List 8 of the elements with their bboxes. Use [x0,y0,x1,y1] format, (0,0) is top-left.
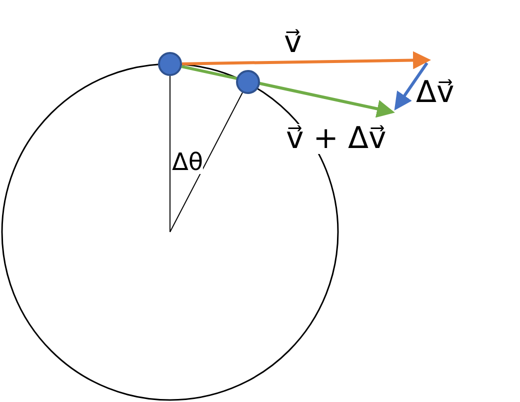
point-marker [236,70,260,94]
radius-line [170,92,243,232]
math-label: Δθ [172,150,204,174]
edge-label: v⃗ + Δv⃗ [286,124,386,154]
point-marker [158,52,182,76]
vector-arrow [182,51,431,70]
vector-arrow [181,65,395,118]
math-label: Δv⃗ [416,78,454,108]
